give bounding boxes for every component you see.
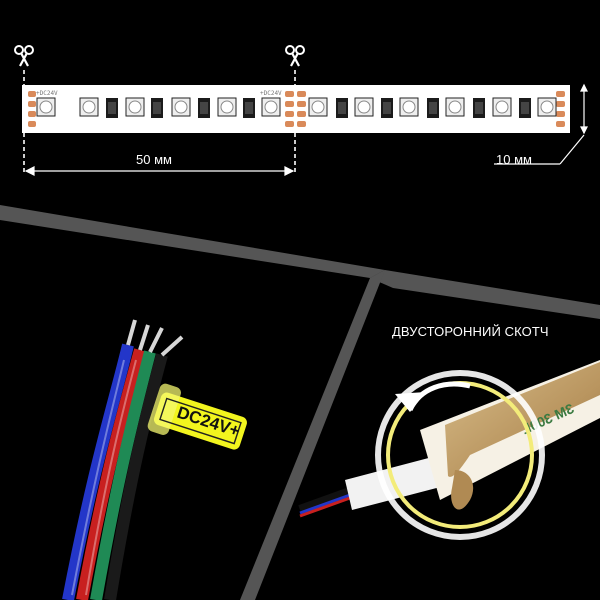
led-chip — [492, 97, 512, 117]
led-chip — [79, 97, 99, 117]
scissors-icon — [285, 45, 305, 67]
led-chip — [445, 97, 465, 117]
wires-photo — [62, 319, 184, 600]
led-chip — [261, 97, 281, 117]
strip-voltage-mark-right: +DC24V — [260, 90, 282, 97]
led-chip — [399, 97, 419, 117]
led-chips — [36, 97, 557, 117]
led-chip — [125, 97, 145, 117]
led-chip — [171, 97, 191, 117]
solder-pads-left — [28, 91, 36, 127]
resistors — [106, 98, 531, 118]
panel-dividers — [0, 205, 600, 600]
scissors-icon — [14, 45, 34, 67]
width-label: 10 мм — [496, 152, 532, 167]
strip-voltage-mark-left: +DC24V — [36, 90, 58, 97]
led-strip-diagram: +DC24V +DC24V — [22, 85, 570, 133]
tape-callout: ДВУСТОРОННИЙ СКОТЧ — [392, 324, 549, 339]
tape-photo: 3M 300L — [298, 360, 600, 518]
led-chip — [217, 97, 237, 117]
led-chip — [537, 97, 557, 117]
voltage-tag — [147, 383, 247, 450]
led-chip — [36, 97, 56, 117]
width-dimension — [494, 83, 588, 165]
cut-lines — [23, 70, 296, 175]
led-chip — [308, 97, 328, 117]
led-strip-body — [22, 85, 570, 133]
solder-pads-right — [556, 91, 565, 127]
length-label: 50 мм — [136, 152, 172, 167]
curved-arrow-icon — [395, 381, 471, 412]
solder-pads-middle — [285, 91, 306, 127]
led-chip — [354, 97, 374, 117]
length-dimension — [24, 166, 295, 176]
